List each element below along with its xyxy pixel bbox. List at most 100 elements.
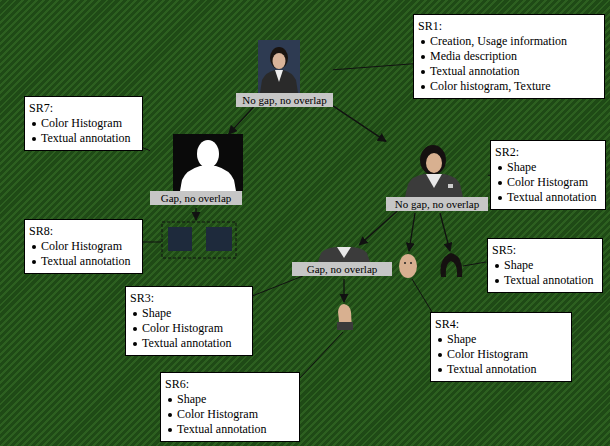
- bullet-text: Textual annotation: [41, 254, 130, 268]
- bullet-text: Textual annotation: [142, 336, 231, 350]
- segment-node: Gap, no overlap: [292, 245, 392, 276]
- bullet-item: Color Histogram: [29, 239, 136, 254]
- bullet-dot: [133, 312, 137, 316]
- leader-line: [463, 262, 486, 266]
- bullet-text: Color Histogram: [177, 407, 258, 421]
- collar: [275, 70, 283, 82]
- bullet-item: Color Histogram: [130, 321, 246, 336]
- face-image: [399, 254, 417, 278]
- hand-image: [337, 304, 353, 330]
- segment-node: No gap, no overlap: [386, 140, 488, 211]
- bullet-item: Creation, Usage information: [418, 34, 598, 49]
- head-hole: [197, 140, 219, 168]
- jacket: [405, 174, 463, 197]
- leader-line: [412, 279, 432, 312]
- bullet-text: Textual annotation: [504, 273, 593, 287]
- bullet-dot: [168, 428, 172, 432]
- box-heading: SR6:: [165, 377, 293, 392]
- description-box: SR1:Creation, Usage informationMedia des…: [413, 14, 605, 99]
- bullet-dot: [495, 264, 499, 268]
- full-frame-image: [258, 40, 300, 93]
- silhouette-image: [173, 134, 243, 191]
- bullet-dot: [421, 40, 425, 44]
- arrow-connector: [359, 211, 397, 245]
- bullet-dot: [495, 279, 499, 283]
- bullet-item: Color histogram, Texture: [418, 79, 598, 94]
- bullet-item: Textual annotation: [29, 254, 136, 269]
- segment-node: Gap, no overlap: [150, 134, 242, 205]
- box-heading: SR1:: [418, 19, 598, 34]
- bullet-item: Color Histogram: [29, 116, 136, 131]
- bullet-dot: [32, 137, 36, 141]
- box-heading: SR8:: [29, 224, 136, 239]
- hair: [420, 145, 446, 175]
- frame-background: [258, 40, 300, 93]
- description-box: SR3:ShapeColor HistogramTextual annotati…: [125, 286, 253, 356]
- bullet-item: Textual annotation: [418, 64, 598, 79]
- jacket: [318, 247, 370, 262]
- bullet-text: Shape: [504, 258, 533, 272]
- bullet-item: Textual annotation: [130, 336, 246, 351]
- segment-node: No gap, no overlap: [236, 40, 333, 107]
- box-heading: SR3:: [130, 291, 246, 306]
- bullet-dot: [421, 70, 425, 74]
- background-blocks: [162, 222, 236, 258]
- relation-label: Gap, no overlap: [292, 262, 392, 276]
- bullet-text: Textual annotation: [41, 131, 130, 145]
- bullet-item: Shape: [495, 160, 599, 175]
- bullet-dot: [168, 413, 172, 417]
- bullet-dot: [133, 342, 137, 346]
- leader-connector: [143, 148, 150, 151]
- bullet-text: Textual annotation: [430, 64, 519, 78]
- arrow: [343, 279, 344, 302]
- relation-label: Gap, no overlap: [150, 191, 242, 205]
- bullet-text: Color Histogram: [41, 116, 122, 130]
- bullet-dot: [32, 245, 36, 249]
- bullet-item: Color Histogram: [435, 347, 565, 362]
- bullet-text: Color Histogram: [142, 321, 223, 335]
- bullet-text: Color Histogram: [41, 239, 122, 253]
- bullet-text: Media description: [430, 49, 517, 63]
- face: [399, 254, 417, 278]
- bullet-item: Shape: [435, 332, 565, 347]
- box-heading: SR5:: [492, 243, 596, 258]
- leader-connector: [253, 276, 303, 296]
- bullet-dot: [498, 196, 502, 200]
- eye: [404, 262, 406, 264]
- body-hole: [180, 166, 236, 191]
- description-box: SR2:ShapeColor HistogramTextual annotati…: [490, 140, 606, 210]
- leader-line: [300, 332, 343, 378]
- background-region: [173, 134, 243, 191]
- bullet-dot: [32, 122, 36, 126]
- description-box: SR6:ShapeColor HistogramTextual annotati…: [160, 372, 300, 442]
- face: [426, 153, 442, 173]
- description-box: SR4:ShapeColor HistogramTextual annotati…: [430, 312, 572, 382]
- box-heading: SR2:: [495, 145, 599, 160]
- bullet-dot: [438, 368, 442, 372]
- dashed-group: [162, 222, 236, 258]
- face: [273, 53, 286, 69]
- bullet-dot: [498, 181, 502, 185]
- bullet-text: Shape: [142, 306, 171, 320]
- bullet-dot: [421, 85, 425, 89]
- jacket: [260, 70, 298, 93]
- bullet-dot: [168, 398, 172, 402]
- box-heading: SR7:: [29, 101, 136, 116]
- bullet-item: Media description: [418, 49, 598, 64]
- arrow-connector: [333, 106, 386, 141]
- arrow-connector: [229, 107, 254, 134]
- bullet-item: Textual annotation: [29, 131, 136, 146]
- bullet-dot: [438, 338, 442, 342]
- bullet-item: Textual annotation: [165, 422, 293, 437]
- bullet-item: Textual annotation: [492, 273, 596, 288]
- arrow: [195, 208, 196, 220]
- bullet-dot: [32, 260, 36, 264]
- eye: [410, 262, 412, 264]
- hand: [338, 304, 352, 330]
- relation-label: No gap, no overlap: [236, 93, 333, 107]
- leader-line: [143, 242, 161, 243]
- collar: [337, 247, 351, 258]
- hair: [270, 47, 288, 69]
- relation-label: No gap, no overlap: [386, 197, 488, 211]
